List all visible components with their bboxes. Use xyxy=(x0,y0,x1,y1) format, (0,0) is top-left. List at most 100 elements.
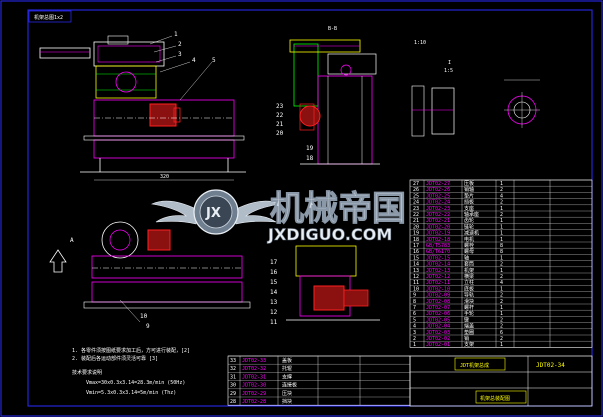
parts-table-code: JDT02-06 xyxy=(426,311,450,317)
parts-table-no: 9 xyxy=(413,293,416,299)
lower-beam xyxy=(91,255,243,279)
callout-line-4 xyxy=(159,61,191,73)
callout-17: 17 xyxy=(270,259,278,266)
section-scale: 1:10 xyxy=(414,40,426,46)
callout-1: 1 xyxy=(174,31,178,38)
top-housing-inner xyxy=(97,45,161,63)
notes: 1. 各零件须按图纸要求加工后，方可进行装配，[2] 2. 装配后各运动部件须灵… xyxy=(72,347,190,396)
parts-table-qty: 2 xyxy=(500,293,503,299)
parts-table-code: JDT02-07 xyxy=(426,305,450,311)
parts-table-name: 端盖 xyxy=(464,323,474,330)
watermark: JX 机械帝国 JXDIGUO.COM xyxy=(150,189,407,244)
parts-table-name: 支架 xyxy=(464,341,474,348)
parts-table-qty: 1 xyxy=(500,218,503,224)
parts-table-no: 10 xyxy=(413,286,419,292)
callout-12: 12 xyxy=(270,309,278,316)
lower-left-view: A 10 9 xyxy=(49,221,251,330)
parts-table-qty: 1 xyxy=(500,231,503,237)
side-body xyxy=(317,75,373,165)
title-name-box xyxy=(475,390,527,404)
parts-table-code: JDT02-15 xyxy=(426,255,450,261)
lower-table-code: JDT02-28 xyxy=(242,399,266,405)
parts-table-name: 减速机 xyxy=(464,230,479,237)
detail-scale: 1:5 xyxy=(444,68,453,74)
title-drawing-no: JDT02-34 xyxy=(536,362,565,369)
watermark-wing-right xyxy=(233,200,282,225)
lower-middle-view: 17 16 15 14 13 12 11 xyxy=(270,245,380,326)
parts-table-name: 横梁 xyxy=(464,273,474,280)
parts-table-name: 垫片 xyxy=(464,192,474,199)
parts-table-name: 套筒 xyxy=(464,261,474,268)
parts-table-code: JDT02-03 xyxy=(426,330,450,336)
parts-table-code: JDT02-01 xyxy=(426,342,450,348)
parts-table-no: 25 xyxy=(413,193,419,199)
parts-table-no: 11 xyxy=(413,280,419,286)
parts-table-no: 12 xyxy=(413,274,419,280)
lower-table-name: 挡块 xyxy=(282,398,292,405)
parts-table-qty: 1 xyxy=(500,268,503,274)
parts-table-qty: 4 xyxy=(500,193,503,199)
parts-table-qty: 2 xyxy=(500,324,503,330)
parts-table-name: 导轨 xyxy=(464,292,474,299)
callout-line-3 xyxy=(155,55,177,63)
drum-outer xyxy=(101,221,139,259)
parts-table-code: JDT02-19 xyxy=(426,231,450,237)
parts-table-code: JDT02-05 xyxy=(426,317,450,323)
lower-base xyxy=(83,301,251,309)
parts-table-qty: 1 xyxy=(500,311,503,317)
parts-table-no: 1 xyxy=(413,342,416,348)
lower-motor xyxy=(147,229,171,251)
parts-table-code: JDT02-04 xyxy=(426,324,450,330)
parts-table-code: JDT02-26 xyxy=(426,187,450,193)
gear-circle xyxy=(115,71,137,93)
watermark-sub: JXDIGUO.COM xyxy=(267,225,392,244)
callout-15: 15 xyxy=(270,279,278,286)
parts-table-name: 销轴 xyxy=(464,186,474,193)
parts-table-code: JDT02-09 xyxy=(426,293,450,299)
parts-table-qty: 1 xyxy=(500,305,503,311)
parts-table-no: 13 xyxy=(413,268,419,274)
lower-table-no: 29 xyxy=(230,391,236,397)
lower-table-name: 托辊 xyxy=(282,365,292,372)
parts-table-name: 机架 xyxy=(464,267,474,274)
callout-18: 18 xyxy=(306,155,314,162)
parts-table-name: 立柱 xyxy=(464,279,474,286)
parts-table-qty: 2 xyxy=(500,187,503,193)
parts-table-name: 螺母 xyxy=(464,248,474,255)
drum-inner xyxy=(109,229,131,251)
detail-view: I 1:5 1:10 xyxy=(411,40,540,137)
gear-assembly xyxy=(95,65,157,99)
parts-table-no: 16 xyxy=(413,249,419,255)
parts-table-qty: 1 xyxy=(500,181,503,187)
side-housing xyxy=(327,53,377,75)
parts-table-code: JDT02-23 xyxy=(426,206,450,212)
lm-top xyxy=(295,245,357,277)
parts-table-name: 挡板 xyxy=(464,199,474,206)
parts-table-qty: 4 xyxy=(500,280,503,286)
parts-table-no: 8 xyxy=(413,299,416,305)
callout-line-1 xyxy=(149,35,173,45)
callout-line-2 xyxy=(153,45,177,53)
parts-table-qty: 8 xyxy=(500,249,503,255)
lower-table-no: 28 xyxy=(230,399,236,405)
parts-table-name: 垫圈 xyxy=(464,329,474,336)
parts-table-no: 22 xyxy=(413,212,419,218)
callout-5: 5 xyxy=(212,57,216,64)
view-arrow-label: A xyxy=(70,237,74,244)
view-arrow-icon xyxy=(49,249,67,273)
lm-motor xyxy=(313,285,345,311)
parts-table-no: 18 xyxy=(413,237,419,243)
callout-16: 16 xyxy=(270,269,278,276)
parts-table-code: JDT02-27 xyxy=(426,181,450,187)
note-formula-1: Vmax=30x0.3x3.14=28.3m/min (50Hz) xyxy=(86,380,185,386)
lower-table-code: JDT02-31 xyxy=(242,374,266,380)
watermark-gear-inner xyxy=(199,195,233,229)
parts-table-code: JDT02-22 xyxy=(426,212,450,218)
callout-14: 14 xyxy=(270,289,278,296)
parts-table-no: 26 xyxy=(413,187,419,193)
note-formula-2: Vmin=5.3x0.3x3.14=5m/min (Thz) xyxy=(86,390,176,396)
note-line-2: 2. 装配后各运动部件须灵活可靠 [3] xyxy=(72,355,158,362)
lm-motor-2 xyxy=(343,289,369,307)
parts-table-code: JDT02-08 xyxy=(426,299,450,305)
lower-table-code: JDT02-33 xyxy=(242,358,266,364)
